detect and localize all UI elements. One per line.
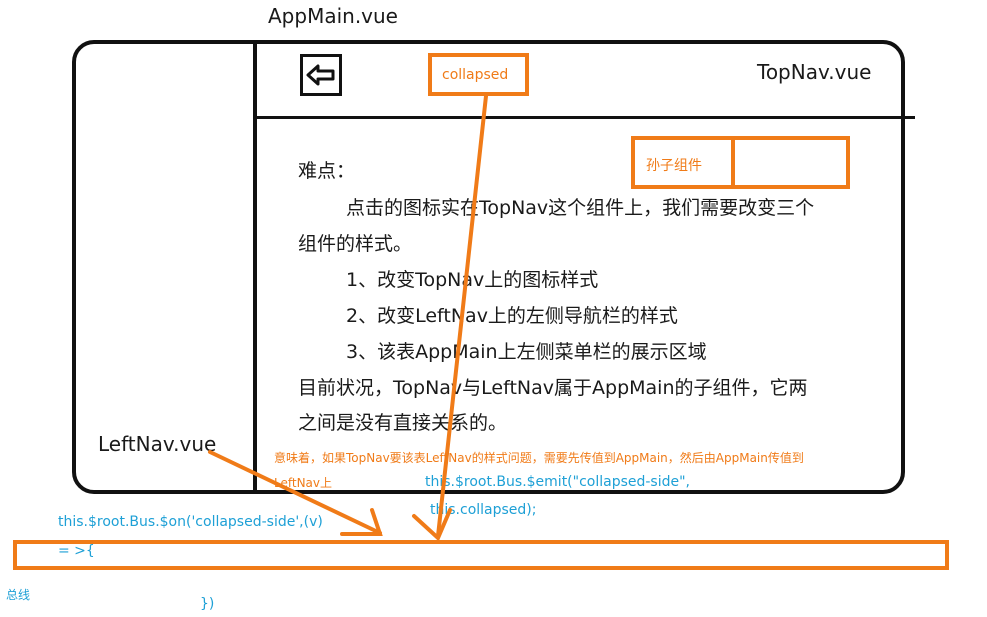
on-arrowhead: [340, 508, 383, 536]
description-item: 1、改变TopNav上的图标样式: [346, 269, 599, 291]
emit-arrow: [436, 94, 488, 538]
description-line: 组件的样式。: [298, 233, 413, 255]
emit-code-line: this.collapsed);: [430, 502, 537, 518]
note-line: LeftNav上: [274, 476, 333, 490]
description-item: 3、该表AppMain上左侧菜单栏的展示区域: [346, 341, 707, 363]
collapse-button[interactable]: [300, 54, 342, 96]
description-status: 之间是没有直接关系的。: [298, 412, 508, 434]
on-code-line: = >{: [58, 543, 95, 559]
top-nav-divider: [257, 116, 915, 119]
on-code-line: }): [200, 596, 215, 612]
note-line: 意味着，如果TopNav要该表LeftNav的样式问题，需要先传值到AppMai…: [274, 451, 804, 465]
description-status: 目前状况，TopNav与LeftNav属于AppMain的子组件，它两: [298, 377, 808, 399]
grandchild-box-divider: [731, 136, 735, 189]
top-nav-label: TopNav.vue: [757, 60, 872, 84]
bus-label: 总线: [6, 588, 31, 602]
on-arrow: [208, 450, 382, 535]
left-nav-divider: [253, 42, 257, 494]
grandchild-component-box: [631, 136, 850, 189]
collapsed-label: collapsed: [442, 67, 509, 83]
app-main-label: AppMain.vue: [268, 4, 398, 28]
emit-arrowhead: [412, 508, 452, 542]
left-nav-label: LeftNav.vue: [98, 432, 217, 456]
on-code-line: this.$root.Bus.$on('collapsed-side',(v): [58, 514, 323, 530]
app-main-frame: [72, 40, 905, 494]
event-bus-box: [13, 540, 949, 570]
description-heading: 难点：: [298, 160, 356, 182]
emit-code-line: this.$root.Bus.$emit("collapsed-side",: [425, 474, 691, 490]
grandchild-label: 孙子组件: [646, 158, 702, 174]
description-line: 点击的图标实在TopNav这个组件上，我们需要改变三个: [346, 197, 815, 219]
collapsed-state-box: [428, 53, 529, 96]
arrow-left-icon: [306, 64, 335, 86]
description-item: 2、改变LeftNav上的左侧导航栏的样式: [346, 305, 678, 327]
